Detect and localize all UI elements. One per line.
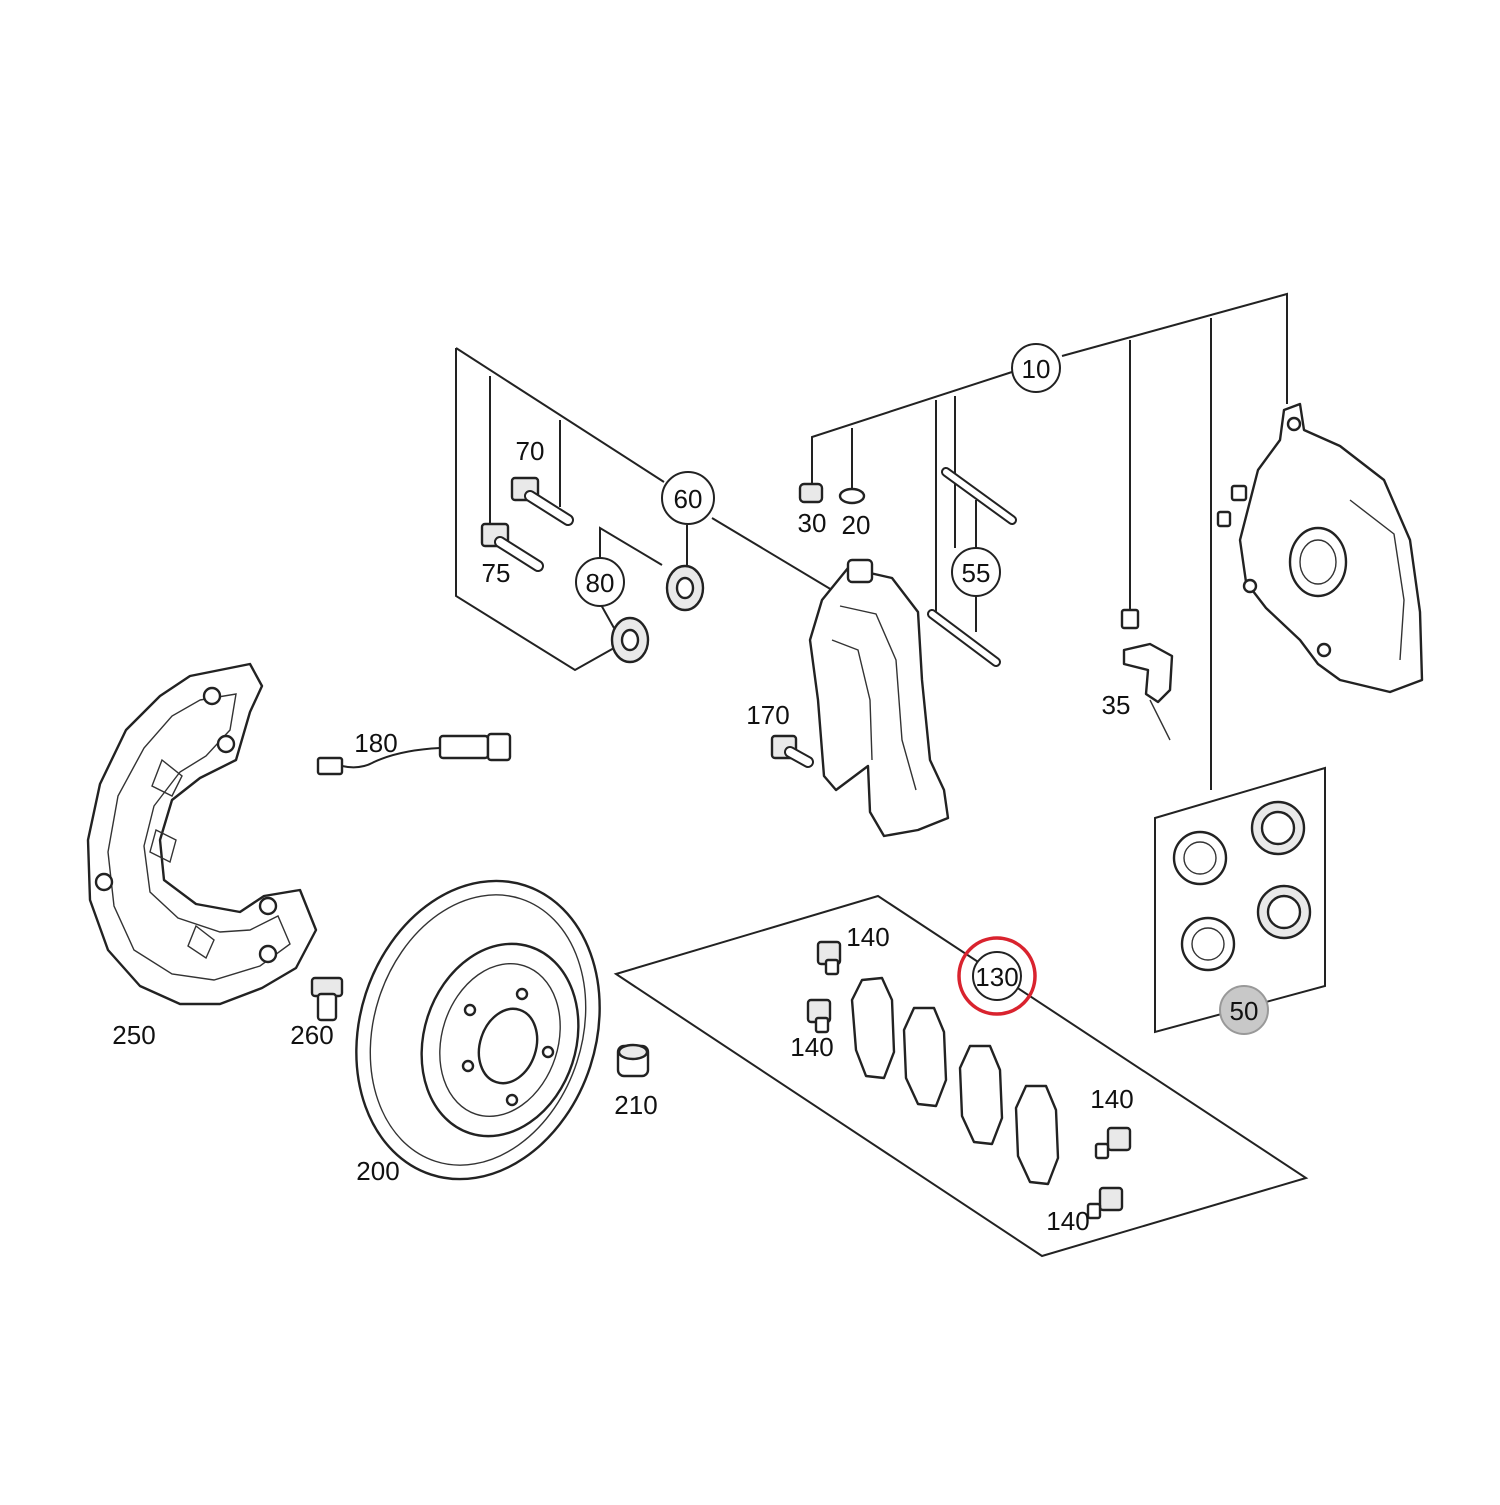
bolt-170-part bbox=[770, 734, 814, 768]
seal-kit-part bbox=[1172, 800, 1312, 972]
callout-10[interactable]: 10 bbox=[1011, 343, 1061, 393]
bolt-260-part bbox=[310, 976, 344, 1022]
callout-10-text: 10 bbox=[1022, 354, 1051, 384]
pad-bolt-4-part bbox=[1086, 1186, 1124, 1220]
dust-shield-part bbox=[86, 662, 318, 1006]
callout-80[interactable]: 80 bbox=[575, 557, 625, 607]
brake-pads-part bbox=[850, 976, 1060, 1186]
bolt-70-part bbox=[510, 476, 574, 526]
label-250[interactable]: 250 bbox=[112, 1020, 155, 1050]
callout-50-text: 50 bbox=[1230, 996, 1259, 1026]
callout-130-highlighted[interactable]: 130 bbox=[957, 936, 1037, 1016]
pad-bolt-3-part bbox=[1094, 1126, 1132, 1160]
cap-30-part bbox=[798, 482, 824, 504]
callout-55[interactable]: 55 bbox=[951, 547, 1001, 597]
wear-sensor-part bbox=[316, 732, 512, 776]
pad-bolt-1-part bbox=[816, 940, 842, 976]
caliper-housing-part bbox=[1216, 402, 1424, 694]
label-140-right[interactable]: 140 bbox=[1090, 1084, 1133, 1114]
clip-20-part bbox=[838, 487, 866, 505]
callout-60-text: 60 bbox=[674, 484, 703, 514]
bolt-75-part bbox=[480, 522, 544, 572]
brake-disc-part bbox=[355, 879, 601, 1181]
label-20[interactable]: 20 bbox=[842, 510, 871, 540]
callout-50[interactable]: 50 bbox=[1219, 985, 1269, 1035]
label-75[interactable]: 75 bbox=[482, 558, 511, 588]
label-140-top[interactable]: 140 bbox=[846, 922, 889, 952]
label-210[interactable]: 210 bbox=[614, 1090, 657, 1120]
bushing-lower-part bbox=[610, 616, 650, 664]
pad-bolt-2-part bbox=[806, 998, 832, 1034]
callout-130-text: 130 bbox=[975, 962, 1018, 992]
label-30[interactable]: 30 bbox=[798, 508, 827, 538]
label-140-bottom[interactable]: 140 bbox=[1046, 1206, 1089, 1236]
callout-60[interactable]: 60 bbox=[661, 471, 715, 525]
label-260[interactable]: 260 bbox=[290, 1020, 333, 1050]
label-200[interactable]: 200 bbox=[356, 1156, 399, 1186]
label-170[interactable]: 170 bbox=[746, 700, 789, 730]
screw-210-part bbox=[616, 1043, 650, 1078]
label-70[interactable]: 70 bbox=[516, 436, 545, 466]
label-140-left[interactable]: 140 bbox=[790, 1032, 833, 1062]
guide-pin-upper-part bbox=[941, 467, 1017, 525]
bushing-upper-part bbox=[665, 564, 705, 612]
label-35[interactable]: 35 bbox=[1102, 690, 1131, 720]
callout-80-text: 80 bbox=[586, 568, 615, 598]
caliper-carrier-part bbox=[808, 558, 950, 838]
guide-pin-lower-part bbox=[927, 609, 1001, 667]
callout-55-text: 55 bbox=[962, 558, 991, 588]
label-180[interactable]: 180 bbox=[354, 728, 397, 758]
spring-clip-part bbox=[1120, 608, 1174, 741]
leader-lines bbox=[455, 292, 1326, 1258]
